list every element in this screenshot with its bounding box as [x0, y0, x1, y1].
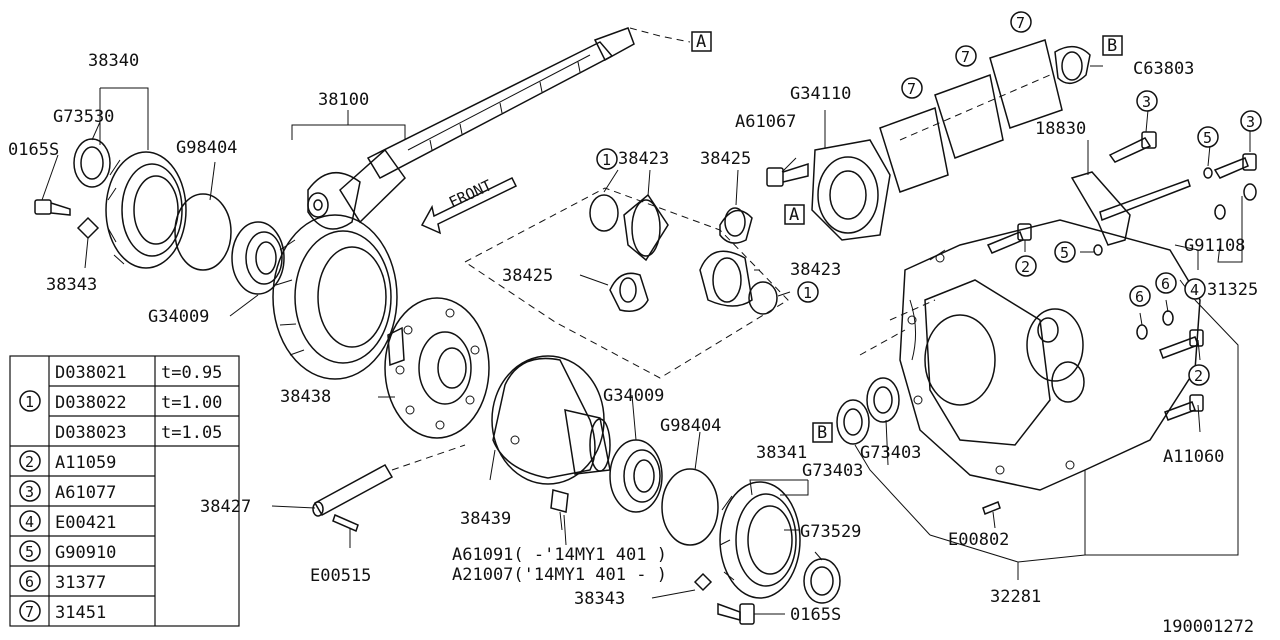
bracket-and-bolts [986, 131, 1257, 256]
legend-thickness-100: t=1.00 [161, 393, 222, 413]
legend-num-4: 4 [25, 513, 34, 531]
label-31325: 31325 [1207, 280, 1258, 300]
box-a-top: A [696, 32, 706, 52]
legend-part-d038021: D038021 [55, 363, 127, 383]
label-38425-left: 38425 [502, 266, 553, 286]
label-e00802: E00802 [948, 530, 1009, 550]
legend-num-3: 3 [25, 483, 34, 501]
label-38423-right: 38423 [790, 260, 841, 280]
legend-part-e00421: E00421 [55, 513, 116, 533]
legend-part-31377: 31377 [55, 573, 106, 593]
circle-7-c: 7 [1016, 14, 1025, 32]
label-g73403-a: G73403 [860, 443, 921, 463]
label-a21007: A21007('14MY1 401 - ) [452, 565, 667, 585]
diagram-id: 190001272 [1162, 617, 1254, 637]
label-a61091: A61091( -'14MY1 401 ) [452, 545, 667, 565]
legend-num-1: 1 [25, 393, 34, 411]
label-e00515: E00515 [310, 566, 371, 586]
label-38343-bottom: 38343 [574, 589, 625, 609]
circle-3-a: 3 [1142, 93, 1151, 111]
label-0165s-top: 0165S [8, 140, 59, 160]
differential-case-flange [384, 297, 490, 439]
hypoid-ring-gear [272, 214, 398, 380]
label-g91108: G91108 [1184, 236, 1245, 256]
label-g98404-top: G98404 [176, 138, 237, 158]
box-b-top: B [1107, 36, 1117, 56]
legend-part-a61077: A61077 [55, 483, 116, 503]
label-0165s-bottom: 0165S [790, 605, 841, 625]
circle-7-a: 7 [907, 80, 916, 98]
label-c63803: C63803 [1133, 59, 1194, 79]
circle-5-a: 5 [1203, 129, 1212, 147]
legend-thickness-095: t=0.95 [161, 363, 222, 383]
label-g34009-top: G34009 [148, 307, 209, 327]
legend-num-5: 5 [25, 543, 34, 561]
label-38439: 38439 [460, 509, 511, 529]
label-38341: 38341 [756, 443, 807, 463]
label-32281: 32281 [990, 587, 1041, 607]
differential-case [491, 355, 611, 485]
label-g34110: G34110 [790, 84, 851, 104]
circle-1-b: 1 [803, 284, 812, 302]
label-38425-top: 38425 [700, 149, 751, 169]
drive-pinion-shaft [307, 27, 691, 230]
side-bearing-left-group [34, 138, 285, 295]
label-g98404-mid: G98404 [660, 416, 721, 436]
circle-6-b: 6 [1161, 275, 1170, 293]
pinion-shaft [312, 444, 466, 533]
legend-thickness-105: t=1.05 [161, 423, 222, 443]
box-b-mid: B [817, 423, 827, 443]
circle-7-b: 7 [961, 48, 970, 66]
circle-6-a: 6 [1135, 288, 1144, 306]
pinion-gear-set [464, 187, 789, 379]
legend-part-d038022: D038022 [55, 393, 127, 413]
label-38100: 38100 [318, 90, 369, 110]
circled-numbers: 1 1 7 7 7 3 3 5 5 2 2 4 6 6 [596, 11, 1262, 386]
legend-table: 1 D038021 t=0.95 D038022 t=1.00 D038023 … [9, 355, 240, 627]
legend-num-7: 7 [25, 603, 34, 621]
circle-2-a: 2 [1021, 258, 1030, 276]
circle-4: 4 [1190, 281, 1199, 299]
front-arrow: FRONT [420, 176, 518, 235]
legend-num-2: 2 [25, 453, 34, 471]
label-38340: 38340 [88, 51, 139, 71]
circle-5-b: 5 [1060, 244, 1069, 262]
label-g73403-b: G73403 [802, 461, 863, 481]
front-label: FRONT [446, 176, 495, 211]
reference-boxes: A A B B [691, 31, 1123, 443]
circle-3-b: 3 [1246, 113, 1255, 131]
extension-housing [766, 39, 1091, 241]
legend-part-31451: 31451 [55, 603, 106, 623]
label-38343-top: 38343 [46, 275, 97, 295]
label-38423-top: 38423 [618, 149, 669, 169]
label-a61067: A61067 [735, 112, 796, 132]
legend-part-d038023: D038023 [55, 423, 127, 443]
label-38438: 38438 [280, 387, 331, 407]
legend-part-g90910: G90910 [55, 543, 116, 563]
transmission-case [836, 219, 1204, 515]
legend-part-a11059: A11059 [55, 453, 116, 473]
label-g73529: G73529 [800, 522, 861, 542]
legend-num-6: 6 [25, 573, 34, 591]
circle-1-a: 1 [602, 151, 611, 169]
label-g34009-mid: G34009 [603, 386, 664, 406]
label-g73530: G73530 [53, 107, 114, 127]
label-a11060: A11060 [1163, 447, 1224, 467]
label-18830: 18830 [1035, 119, 1086, 139]
leader-lines [41, 65, 1251, 615]
box-a-mid: A [789, 205, 799, 225]
label-38427: 38427 [200, 497, 251, 517]
circle-2-b: 2 [1194, 367, 1203, 385]
callout-labels: 38340 G73530 0165S G98404 38343 G34009 3… [8, 51, 1258, 637]
